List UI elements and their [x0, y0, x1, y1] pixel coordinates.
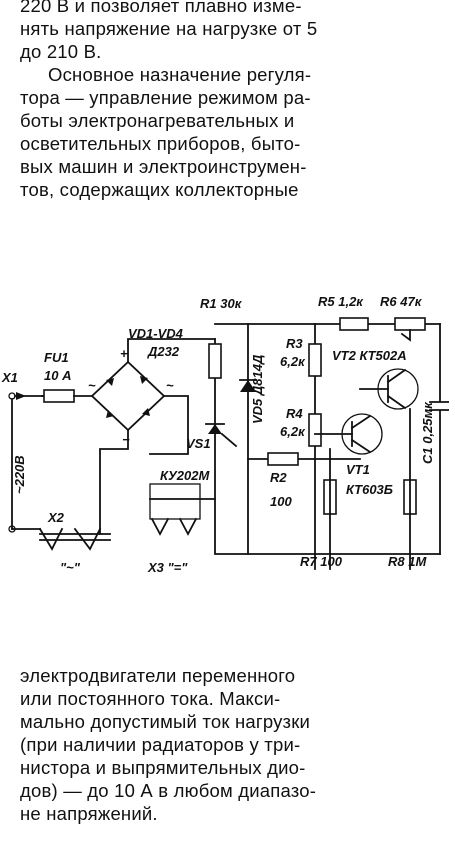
label-fu1-rating: 10 А [44, 368, 71, 383]
resistor-r1 [208, 343, 222, 379]
label-r3-value: 6,2к [280, 354, 306, 369]
text-line: (при наличии радиаторов у три- [20, 734, 301, 755]
resistor-r5 [339, 317, 369, 331]
label-diode-bridge-type: Д232 [147, 344, 180, 359]
label-vd5: VD5 Д814Д [250, 354, 265, 424]
label-vs1: VS1 [186, 436, 211, 451]
label-vt1-type: КТ603Б [346, 482, 393, 497]
text-line: дов) — до 10 А в любом диапазо- [20, 780, 317, 801]
text-line: Основное назначение регуля- [48, 64, 312, 85]
diode-bridge [90, 360, 166, 432]
label-diode-bridge: VD1-VD4 [128, 326, 184, 341]
thyristor-vs1 [208, 424, 222, 434]
label-input-voltage: ~220В [12, 455, 27, 494]
label-x2: X2 [47, 510, 65, 525]
label-vt1: VT1 [346, 462, 370, 477]
text-line: нистора и выпрямительных дио- [20, 757, 306, 778]
label-r2-value: 100 [270, 494, 292, 509]
label-r4-value: 6,2к [280, 424, 306, 439]
paragraph-voltage-range: 220 В и позволяет плавно изме- нять напр… [20, 0, 440, 63]
text-line: мально допустимый ток нагрузки [20, 711, 311, 732]
label-r4: R4 [286, 406, 303, 421]
label-c1: C1 0,25мк [420, 401, 435, 464]
top-text-block: 220 В и позволяет плавно изме- нять напр… [20, 0, 440, 201]
label-minus: − [122, 432, 130, 447]
label-plus: + [120, 346, 128, 361]
circuit-schematic: X1 FU1 10 А ~220В X2 "~" X3 "=" VD1-VD4 … [1, 294, 449, 575]
label-r6: R6 47к [380, 294, 423, 309]
label-r2: R2 [270, 470, 287, 485]
label-r7: R7 100 [300, 554, 343, 569]
label-vt2: VT2 КТ502А [332, 348, 407, 363]
label-r3: R3 [286, 336, 303, 351]
terminal-x2-left [8, 525, 16, 533]
resistor-r3 [308, 343, 322, 377]
label-r8: R8 1М [388, 554, 427, 569]
text-line: электродвигатели переменного [20, 665, 296, 686]
paragraph-purpose: Основное назначение регуля- тора — управ… [20, 63, 440, 201]
text-line: осветительных приборов, быто- [20, 133, 301, 154]
label-fu1: FU1 [44, 350, 69, 365]
text-line: или постоянного тока. Макси- [20, 688, 281, 709]
resistor-r2 [267, 452, 299, 466]
label-x3: X3 "=" [147, 560, 188, 575]
text-line: нять напряжение на нагрузке от 5 [20, 18, 318, 39]
label-x1: X1 [1, 370, 18, 385]
label-tilde-left: ~ [88, 378, 96, 393]
text-line: тов, содержащих коллекторные [20, 179, 299, 200]
label-x2-sign: "~" [60, 560, 81, 575]
resistor-r6 [394, 317, 426, 331]
zener-vd5 [240, 380, 256, 392]
paragraph-current-limit: электродвигатели переменного или постоян… [20, 664, 440, 825]
text-line: 220 В и позволяет плавно изме- [20, 0, 302, 16]
label-vs1-type: КУ202М [160, 468, 210, 483]
label-r5: R5 1,2к [318, 294, 364, 309]
label-tilde-right: ~ [166, 378, 174, 393]
fuse-fu1 [43, 389, 75, 403]
text-line: до 210 В. [20, 41, 102, 62]
label-r1: R1 30к [200, 296, 243, 311]
bottom-text-block: электродвигатели переменного или постоян… [20, 664, 440, 825]
text-line: боты электронагревательных и [20, 110, 295, 131]
thyristor-body [149, 483, 201, 520]
text-line: не напряжений. [20, 803, 158, 824]
text-line: тора — управление режимом ра- [20, 87, 311, 108]
text-line: вых машин и электроинструмен- [20, 156, 307, 177]
resistor-r4 [308, 413, 322, 447]
